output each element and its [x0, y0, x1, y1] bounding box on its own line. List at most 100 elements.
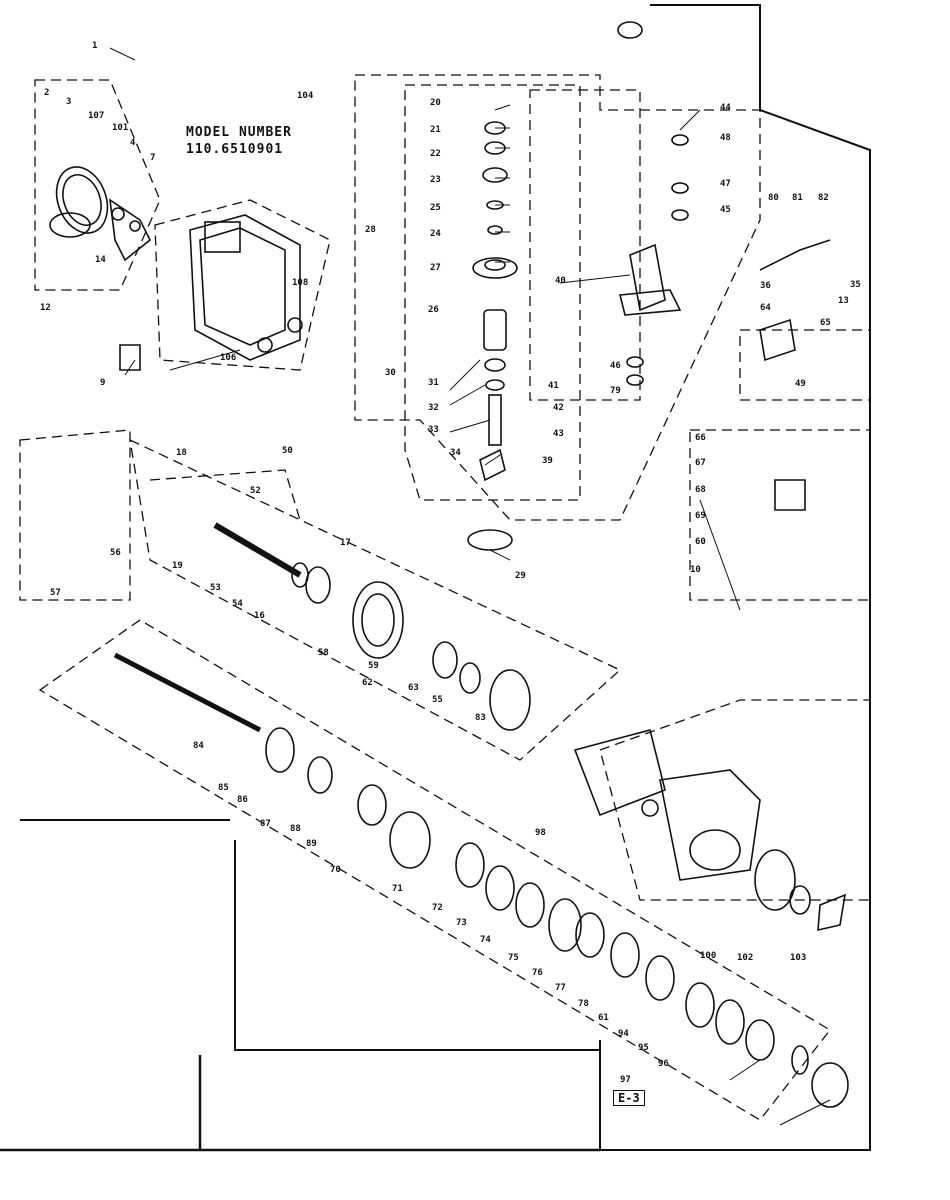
part-label: 24 — [430, 229, 441, 239]
part-label: 77 — [555, 983, 566, 993]
part-label: 79 — [610, 386, 621, 396]
part-label: 97 — [620, 1075, 631, 1085]
part-label: 1 — [92, 41, 97, 51]
part-label: 83 — [475, 713, 486, 723]
model-number-block: MODEL NUMBER 110.6510901 — [186, 124, 292, 158]
part-label: 47 — [720, 179, 731, 189]
part-label: 2 — [44, 88, 49, 98]
part-label: 88 — [290, 824, 301, 834]
part-label: 14 — [95, 255, 106, 265]
part-label: 94 — [618, 1029, 629, 1039]
part-label: 100 — [700, 951, 716, 961]
part-label: 31 — [428, 378, 439, 388]
part-label: 72 — [432, 903, 443, 913]
part-label: 27 — [430, 263, 441, 273]
part-label: 89 — [306, 839, 317, 849]
part-label: 68 — [695, 485, 706, 495]
part-label: 84 — [193, 741, 204, 751]
part-label: 64 — [760, 303, 771, 313]
part-label: 74 — [480, 935, 491, 945]
part-label: 4 — [130, 138, 136, 148]
part-label: 45 — [720, 205, 731, 215]
part-label: 108 — [292, 278, 308, 288]
part-label: 12 — [40, 303, 51, 313]
part-label: 7 — [150, 153, 155, 163]
part-label: 75 — [508, 953, 519, 963]
part-label: 49 — [795, 379, 806, 389]
part-label: 36 — [760, 281, 771, 291]
part-label: 25 — [430, 203, 441, 213]
part-number-labels: 1231071014714121089106104202122232524272… — [40, 41, 861, 1085]
part-label: 39 — [542, 456, 553, 466]
part-label: 17 — [340, 538, 351, 548]
part-label: 9 — [100, 378, 105, 388]
part-label: 52 — [250, 486, 261, 496]
part-label: 43 — [553, 429, 564, 439]
part-label: 55 — [432, 695, 443, 705]
part-label: 28 — [365, 225, 376, 235]
part-label: 70 — [330, 865, 341, 875]
part-label: 85 — [218, 783, 229, 793]
part-label: 50 — [282, 446, 293, 456]
part-label: 103 — [790, 953, 806, 963]
part-label: 73 — [456, 918, 467, 928]
part-label: 104 — [297, 91, 314, 101]
part-label: 96 — [658, 1059, 669, 1069]
part-label: 101 — [112, 123, 128, 133]
part-label: 86 — [237, 795, 248, 805]
part-label: 87 — [260, 819, 271, 829]
part-label: 10 — [690, 565, 701, 575]
part-label: 40 — [555, 276, 566, 286]
part-label: 57 — [50, 588, 61, 598]
part-label: 80 — [768, 193, 779, 203]
part-label: 81 — [792, 193, 803, 203]
part-label: 69 — [695, 511, 706, 521]
part-label: 29 — [515, 571, 526, 581]
part-label: 78 — [578, 999, 589, 1009]
part-label: 56 — [110, 548, 121, 558]
part-label: 106 — [220, 353, 236, 363]
part-label: 16 — [254, 611, 265, 621]
part-label: 13 — [838, 296, 849, 306]
part-label: 107 — [88, 111, 104, 121]
part-label: 22 — [430, 149, 441, 159]
part-label: 34 — [450, 448, 461, 458]
part-label: 19 — [172, 561, 183, 571]
figure-reference: E-3 — [613, 1090, 645, 1106]
part-label: 46 — [610, 361, 621, 371]
part-label: 65 — [820, 318, 831, 328]
part-label: 102 — [737, 953, 753, 963]
part-label: 67 — [695, 458, 706, 468]
part-label: 82 — [818, 193, 829, 203]
part-label: 59 — [368, 661, 379, 671]
part-label: 62 — [362, 678, 373, 688]
part-label: 53 — [210, 583, 221, 593]
part-label: 18 — [176, 448, 187, 458]
part-label: 76 — [532, 968, 543, 978]
part-label: 23 — [430, 175, 441, 185]
part-label: 48 — [720, 133, 731, 143]
part-label: 26 — [428, 305, 439, 315]
model-number-label: MODEL NUMBER — [186, 125, 292, 140]
part-label: 35 — [850, 280, 861, 290]
part-label: 32 — [428, 403, 439, 413]
part-label: 3 — [66, 97, 71, 107]
part-label: 33 — [428, 425, 439, 435]
part-label: 54 — [232, 599, 243, 609]
part-label: 30 — [385, 368, 396, 378]
part-label: 63 — [408, 683, 419, 693]
part-label: 71 — [392, 884, 403, 894]
part-label: 20 — [430, 98, 441, 108]
part-label: 44 — [720, 103, 731, 113]
part-label: 66 — [695, 433, 706, 443]
part-label: 60 — [695, 537, 706, 547]
part-label: 95 — [638, 1043, 649, 1053]
part-label: 21 — [430, 125, 441, 135]
part-label: 98 — [535, 828, 546, 838]
part-label: 58 — [318, 648, 329, 658]
part-label: 42 — [553, 403, 564, 413]
part-label: 61 — [598, 1013, 609, 1023]
model-number-value: 110.6510901 — [186, 142, 284, 157]
